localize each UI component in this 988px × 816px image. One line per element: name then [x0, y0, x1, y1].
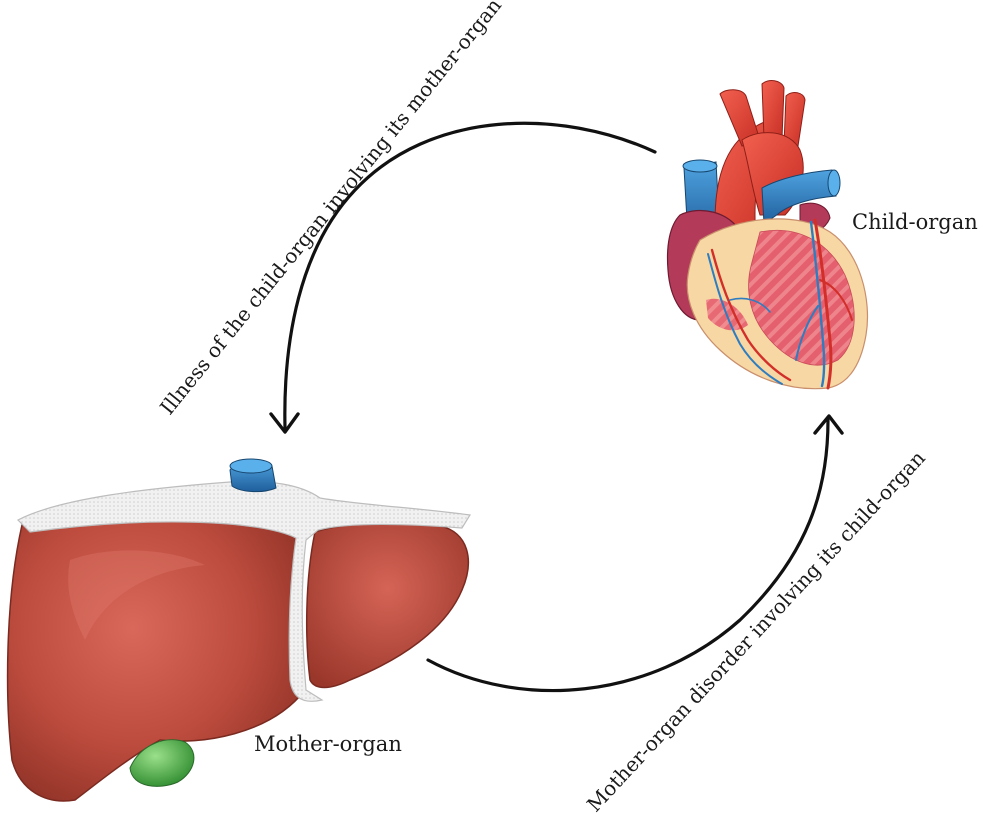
mother-organ-label: Mother-organ [254, 732, 402, 756]
arrow-top-left [285, 123, 655, 428]
arrow-bottom-right [428, 420, 828, 691]
child-organ-label: Child-organ [852, 210, 978, 234]
heart-icon [668, 81, 868, 389]
